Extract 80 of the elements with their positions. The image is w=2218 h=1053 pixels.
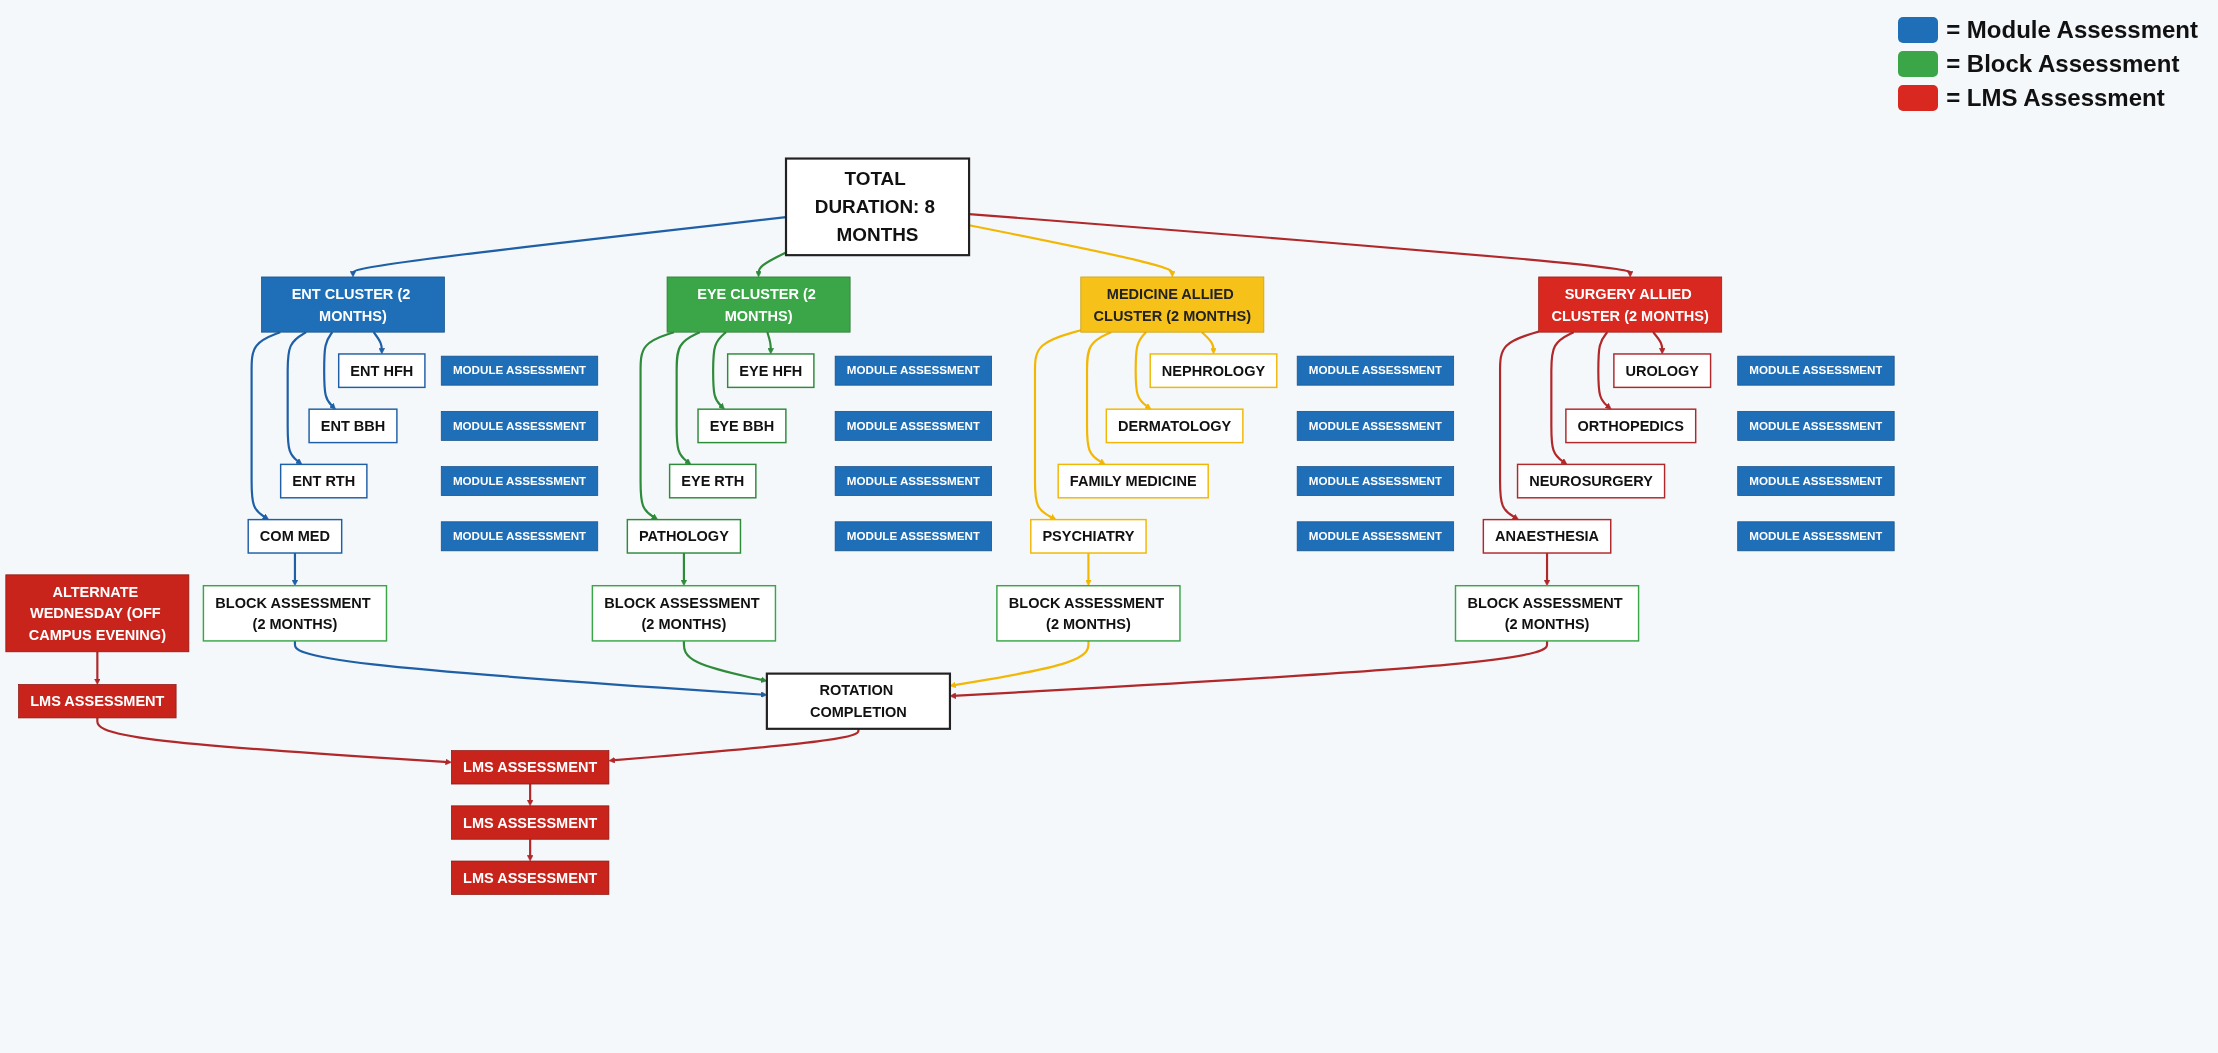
node-box: MODULE ASSESSMENT: [834, 521, 992, 552]
node-box: MEDICINE ALLIED CLUSTER (2 MONTHS): [1080, 276, 1265, 333]
arrow: [250, 331, 281, 520]
node-box: ORTHOPEDICS: [1565, 408, 1697, 444]
arrow: [675, 331, 701, 465]
arrow: [766, 331, 774, 355]
node-box: MODULE ASSESSMENT: [1737, 521, 1895, 552]
legend-label: = Block Assessment: [1946, 50, 2180, 78]
node-box: MODULE ASSESSMENT: [834, 355, 992, 386]
node-box: LMS ASSESSMENT: [451, 805, 610, 840]
node-box: BLOCK ASSESSMENT (2 MONTHS): [1454, 585, 1640, 642]
node-box: ENT RTH: [279, 463, 368, 499]
arrow: [755, 251, 787, 278]
arrow: [1134, 331, 1152, 410]
arrow: [96, 717, 452, 766]
legend-label: = Module Assessment: [1946, 16, 2198, 44]
node-box: MODULE ASSESSMENT: [440, 466, 599, 496]
node-box: MODULE ASSESSMENT: [1296, 466, 1455, 496]
node-box: PATHOLOGY: [626, 518, 742, 554]
node-box: MODULE ASSESSMENT: [440, 411, 599, 441]
node-box: MODULE ASSESSMENT: [1296, 355, 1455, 386]
node-box: ENT CLUSTER (2 MONTHS): [261, 276, 445, 333]
arrow: [680, 553, 688, 586]
arrow: [1085, 331, 1112, 465]
arrow: [1201, 331, 1217, 355]
node-box: MODULE ASSESSMENT: [1296, 521, 1455, 552]
node-box: NEPHROLOGY: [1149, 353, 1278, 389]
node-box: COM MED: [247, 518, 343, 554]
node-box: DERMATOLOGY: [1105, 408, 1244, 444]
node-box: EYE RTH: [668, 463, 757, 499]
arrow: [1498, 330, 1539, 520]
node-box: EYE CLUSTER (2 MONTHS): [666, 276, 851, 333]
node-box: EYE BBH: [697, 408, 787, 444]
node-box: MODULE ASSESSMENT: [440, 355, 599, 386]
arrow: [949, 640, 1549, 699]
node-box: BLOCK ASSESSMENT (2 MONTHS): [202, 585, 388, 642]
arrow: [1543, 553, 1551, 586]
node-box: EYE HFH: [726, 353, 815, 389]
node-box: NEUROSURGERY: [1516, 463, 1666, 499]
arrow: [949, 640, 1090, 689]
arrow: [639, 331, 675, 520]
node-box: MODULE ASSESSMENT: [834, 411, 992, 441]
node-box: LMS ASSESSMENT: [451, 750, 610, 785]
arrow: [1085, 553, 1092, 586]
node-box: MODULE ASSESSMENT: [1296, 411, 1455, 441]
arrow: [94, 651, 101, 685]
arrow: [349, 216, 787, 278]
node-box: LMS ASSESSMENT: [451, 860, 610, 895]
node-box: ENT HFH: [337, 353, 426, 389]
node-box: ALTERNATE WEDNESDAY (OFF CAMPUS EVENING): [5, 574, 190, 653]
node-box: MODULE ASSESSMENT: [440, 521, 599, 552]
node-box: TOTAL DURATION: 8 MONTHS: [784, 157, 971, 257]
arrow: [526, 784, 534, 807]
legend-label: = LMS Assessment: [1946, 84, 2165, 112]
node-box: UROLOGY: [1613, 353, 1712, 389]
arrow: [372, 331, 385, 355]
node-box: MODULE ASSESSMENT: [1737, 355, 1895, 386]
arrow: [608, 728, 860, 764]
node-box: LMS ASSESSMENT: [18, 684, 177, 719]
node-box: BLOCK ASSESSMENT (2 MONTHS): [996, 585, 1181, 642]
arrow: [1550, 331, 1575, 465]
arrow: [286, 331, 307, 465]
node-box: FAMILY MEDICINE: [1057, 463, 1209, 499]
node-box: ENT BBH: [308, 408, 398, 444]
arrow: [1652, 331, 1666, 355]
node-box: MODULE ASSESSMENT: [1737, 466, 1895, 496]
arrow: [712, 331, 727, 410]
node-box: SURGERY ALLIED CLUSTER (2 MONTHS): [1538, 276, 1723, 333]
node-box: MODULE ASSESSMENT: [834, 466, 992, 496]
arrow: [526, 839, 534, 862]
arrow: [291, 553, 299, 586]
arrow: [323, 331, 336, 410]
arrow: [1597, 331, 1612, 410]
node-box: ROTATION COMPLETION: [765, 672, 952, 730]
node-box: BLOCK ASSESSMENT (2 MONTHS): [591, 585, 777, 642]
arrow: [969, 212, 1634, 278]
node-box: ANAESTHESIA: [1482, 518, 1612, 554]
node-box: PSYCHIATRY: [1030, 518, 1147, 554]
node-box: MODULE ASSESSMENT: [1737, 411, 1895, 441]
arrow: [1033, 329, 1082, 520]
